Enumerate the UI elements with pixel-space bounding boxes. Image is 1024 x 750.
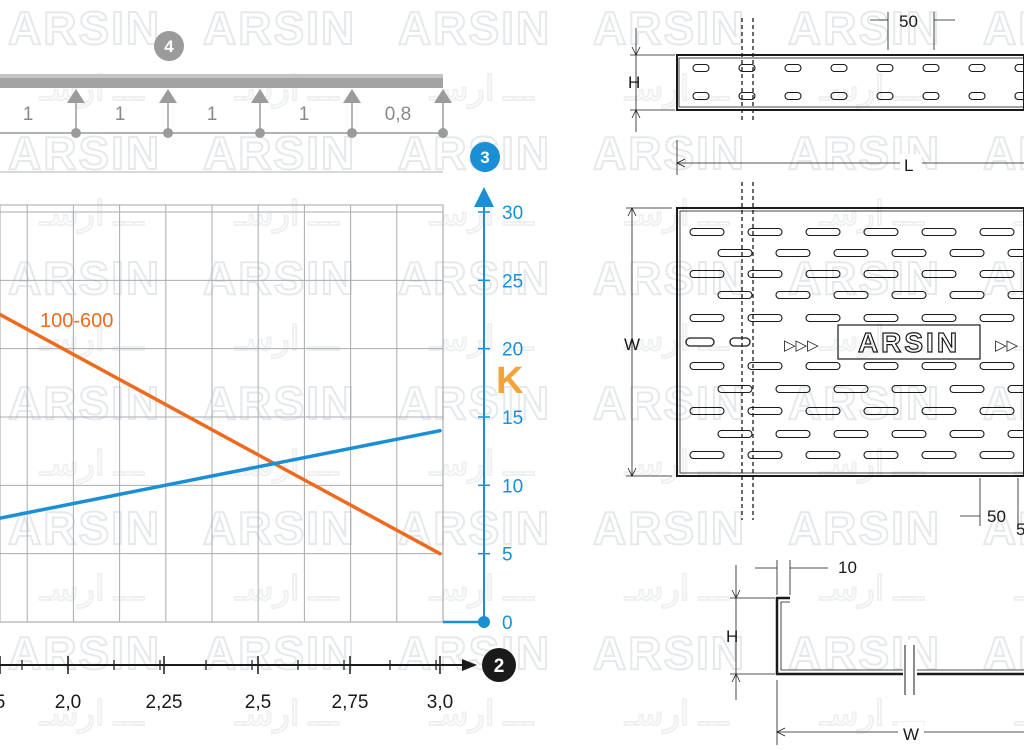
y-tick-label: 0 <box>502 613 513 634</box>
chart-grid <box>0 204 444 623</box>
support-triangle <box>434 89 452 103</box>
axis-badge <box>482 648 516 682</box>
y-tick-label: 5 <box>502 545 513 566</box>
k-label: K <box>496 360 524 402</box>
span-length-label: 1 <box>299 104 310 125</box>
load-badge <box>470 142 500 172</box>
y-axis-ticks: 0 5 10 15 20 25 30 <box>478 203 523 634</box>
x-tick-label: 2,0 <box>55 692 81 713</box>
y-tick-label: 20 <box>502 340 523 361</box>
series-line-orange <box>0 312 442 556</box>
span-badge <box>154 31 184 61</box>
dim-length: L <box>904 156 913 175</box>
cable-tray-drawing: H 50 L W <box>624 12 1024 745</box>
x-tick-label: 2,75 <box>332 692 369 713</box>
x-tick-label: 3,0 <box>427 692 453 713</box>
brand-logo: ARSIN <box>858 327 960 358</box>
plan-view: W ▷▷▷ ▷▷ ARSIN 50 50 <box>624 182 1024 539</box>
load-span-chart: 4 1 1 1 1 0,8 100-600 0 5 10 15 20 25 30 3 K 5 2,0 2… <box>0 31 524 713</box>
series-line-blue <box>0 428 442 520</box>
axis-badge-label: 2 <box>494 656 505 677</box>
dim-width-plan: W <box>624 335 640 354</box>
support-triangle <box>343 89 361 103</box>
dim-h-top: H <box>628 73 640 92</box>
direction-arrows-left: ▷▷▷ <box>784 337 819 354</box>
support-triangle <box>159 89 177 103</box>
x-tick-label: 2,5 <box>245 692 271 713</box>
load-badge-label: 3 <box>480 148 489 167</box>
support-triangle <box>67 89 85 103</box>
span-length-label: 1 <box>207 104 218 125</box>
span-labels: 1 1 1 1 0,8 <box>23 104 412 125</box>
span-length-label: 1 <box>23 104 34 125</box>
direction-arrows-right: ▷▷ <box>995 337 1019 354</box>
y-tick-label: 30 <box>502 203 523 224</box>
span-badge-label: 4 <box>164 37 174 56</box>
section-view: 10 H W <box>726 558 1024 745</box>
series-label-orange: 100-600 <box>40 310 113 332</box>
y-tick-label: 10 <box>502 476 523 497</box>
dim-pitch-top: 50 <box>899 12 918 31</box>
span-length-label: 1 <box>115 104 126 125</box>
x-tick-label: 2,25 <box>146 692 183 713</box>
y-tick-label: 25 <box>502 271 523 292</box>
support-triangle <box>251 89 269 103</box>
dim-h-section: H <box>726 627 738 646</box>
x-tick-label: 5 <box>0 692 5 713</box>
side-elevation: H 50 L <box>628 12 1024 175</box>
dim-width-section: W <box>903 725 919 744</box>
span-length-label: 0,8 <box>385 104 411 125</box>
supports <box>67 89 452 138</box>
dim-pitch-plan-cut: 50 <box>1016 520 1024 539</box>
y-tick-label: 15 <box>502 408 523 429</box>
chart-series <box>0 312 442 556</box>
dim-flange: 10 <box>838 558 857 577</box>
dim-pitch-plan: 50 <box>987 507 1006 526</box>
x-axis-ticks: 5 2,0 2,25 2,5 2,75 3,0 <box>0 656 453 713</box>
